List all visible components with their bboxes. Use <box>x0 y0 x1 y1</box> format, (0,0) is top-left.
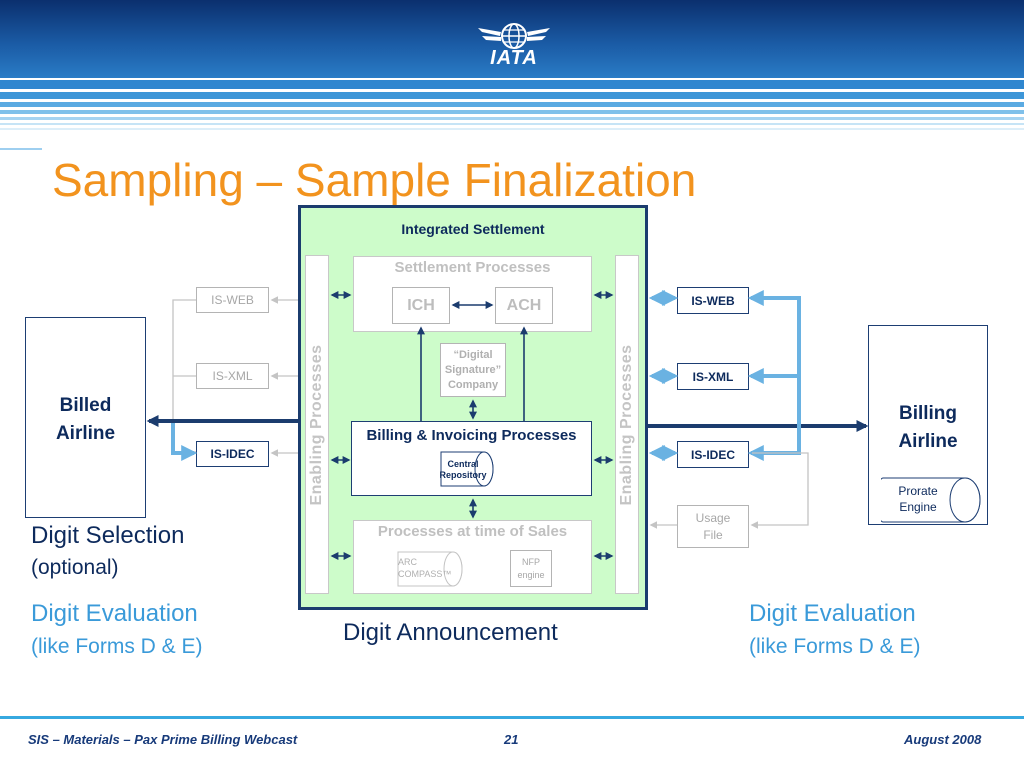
digital-signature-line-1: “Digital <box>453 348 493 361</box>
forms-right-caption: (like Forms D & E) <box>749 635 921 658</box>
billing-airline-line-1: Billing <box>898 403 958 424</box>
billed-airline-line-2: Airline <box>55 423 116 444</box>
digit-evaluation-left-caption: Digit Evaluation <box>31 600 198 627</box>
central-repository-label: Central Repository <box>437 459 489 481</box>
usage-file-box: Usage File <box>677 505 749 548</box>
central-repository-icon <box>440 451 494 487</box>
billing-airline-label: Billing Airline <box>869 400 987 456</box>
enabling-processes-left-label: Enabling Processes <box>308 343 325 506</box>
header-banner <box>0 0 1024 150</box>
optional-caption: (optional) <box>31 556 119 579</box>
right-is-web-box: IS-WEB <box>677 287 749 314</box>
footer-left-text: SIS – Materials – Pax Prime Billing Webc… <box>28 732 298 747</box>
prorate-engine-line-2: Engine <box>899 500 937 514</box>
digital-signature-line-2: Signature” <box>444 363 502 376</box>
processes-at-time-of-sales-title: Processes at time of Sales <box>377 523 568 540</box>
left-is-xml-box: IS-XML <box>196 363 269 389</box>
central-repository-line-1: Central <box>447 459 479 469</box>
right-is-idec-box: IS-IDEC <box>677 441 749 468</box>
arc-compass-line-2: COMPASS™ <box>398 569 452 579</box>
enabling-processes-right-label: Enabling Processes <box>618 343 635 506</box>
integrated-settlement-title: Integrated Settlement <box>401 221 545 237</box>
left-is-idec-box: IS-IDEC <box>196 441 269 467</box>
usage-file-line-2: File <box>703 527 723 542</box>
central-repository-line-2: Repository <box>439 470 487 480</box>
forms-left-caption: (like Forms D & E) <box>31 635 203 658</box>
footer-page-number: 21 <box>504 732 519 747</box>
billed-airline-line-1: Billed <box>59 395 112 416</box>
billed-airline-label: Billed Airline <box>26 392 145 448</box>
iata-logo-text: IATA <box>490 47 538 69</box>
nfp-engine-box: NFP engine <box>510 550 552 587</box>
billed-airline-box: Billed Airline <box>25 317 146 518</box>
digit-selection-caption: Digit Selection <box>31 522 185 549</box>
digit-announcement-caption: Digit Announcement <box>343 619 558 646</box>
nfp-engine-line-2: engine <box>517 569 545 580</box>
footer-divider <box>0 716 1024 719</box>
digital-signature-line-3: Company <box>447 378 499 391</box>
iata-logo <box>478 23 550 49</box>
prorate-engine-icon <box>881 477 981 523</box>
right-is-xml-box: IS-XML <box>677 363 749 390</box>
slide-title: Sampling – Sample Finalization <box>52 154 697 206</box>
left-is-web-box: IS-WEB <box>196 287 269 313</box>
ach-box: ACH <box>495 287 553 324</box>
arc-compass-line-1: ARC <box>398 557 418 567</box>
digit-evaluation-right-caption: Digit Evaluation <box>749 600 916 627</box>
footer-date: August 2008 <box>904 732 982 747</box>
arc-compass-label: ARC COMPASS™ <box>398 556 460 580</box>
digital-signature-box: “Digital Signature” Company <box>440 343 506 397</box>
nfp-engine-line-1: NFP <box>522 556 540 567</box>
settlement-processes-title: Settlement Processes <box>394 259 551 276</box>
billing-invoicing-title: Billing & Invoicing Processes <box>366 427 577 444</box>
enabling-processes-left: Enabling Processes <box>305 255 329 594</box>
enabling-processes-right: Enabling Processes <box>615 255 639 594</box>
billing-airline-line-2: Airline <box>898 431 958 452</box>
ich-box: ICH <box>392 287 450 324</box>
processes-at-time-of-sales-panel: Processes at time of Sales <box>353 520 592 594</box>
usage-file-line-1: Usage <box>695 510 731 525</box>
settlement-processes-panel: Settlement Processes <box>353 256 592 332</box>
prorate-engine-label: Prorate Engine <box>884 483 952 515</box>
arc-compass-icon <box>397 551 463 587</box>
prorate-engine-line-1: Prorate <box>898 484 938 498</box>
